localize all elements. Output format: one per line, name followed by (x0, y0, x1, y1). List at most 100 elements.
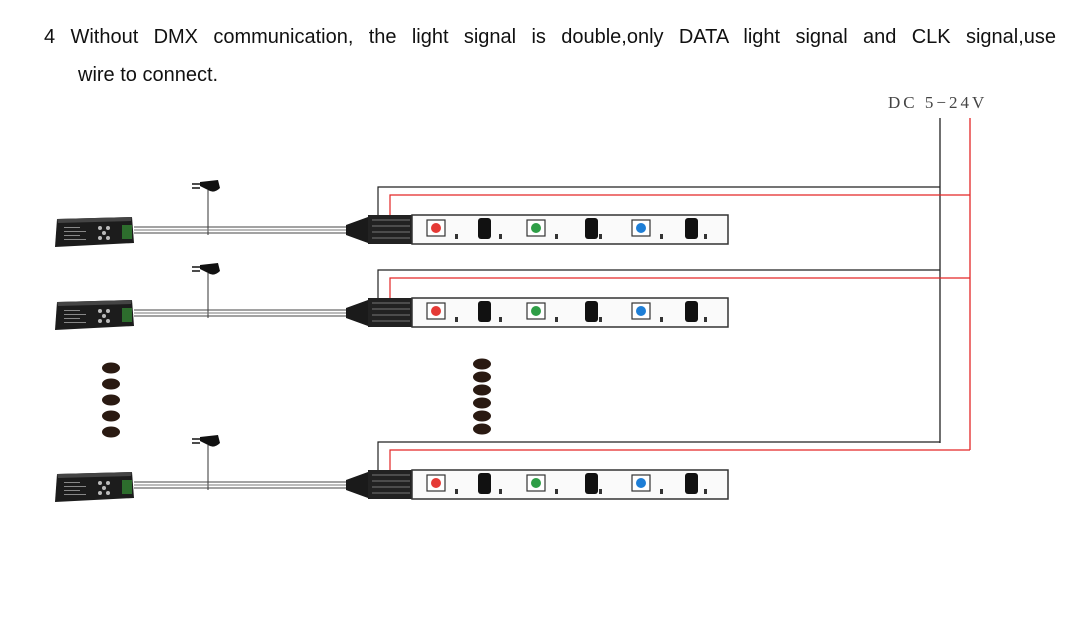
button-icon (102, 231, 106, 235)
button-icon (106, 309, 110, 313)
smd-part (660, 234, 663, 239)
ellipsis-dot (473, 397, 491, 409)
led-green (531, 306, 541, 316)
led-red (431, 306, 441, 316)
row-3 (55, 435, 970, 502)
instruction-line-1: 4 Without DMX communication, the light s… (44, 26, 1056, 48)
led-red (431, 478, 441, 488)
ellipsis-dot (102, 394, 120, 406)
strip-body (411, 297, 729, 328)
button-icon (106, 236, 110, 240)
button-icon (98, 481, 102, 485)
instruction-text: 4 Without DMX communication, the light s… (44, 18, 1056, 94)
smd-part (499, 234, 502, 239)
smd-part (555, 489, 558, 494)
controller-box (55, 217, 134, 247)
led-blue (636, 223, 646, 233)
label-text-mark (64, 310, 80, 311)
ic-chip (585, 301, 598, 322)
button-icon (98, 236, 102, 240)
strip-body (411, 469, 729, 500)
label-text-mark (64, 322, 86, 323)
led-blue (636, 306, 646, 316)
strip-connector-housing (368, 470, 412, 499)
smd-part (499, 489, 502, 494)
ellipsis-dot (473, 384, 491, 396)
controller-top-edge (57, 300, 132, 306)
ellipsis-dot (102, 378, 120, 390)
smd-part (704, 317, 707, 322)
smd-part (455, 234, 458, 239)
smd-part (660, 489, 663, 494)
button-icon (98, 226, 102, 230)
terminal-block (122, 225, 132, 239)
smd-part (599, 489, 602, 494)
power-adapter-icon (200, 180, 220, 192)
ic-chip (585, 218, 598, 239)
label-text-mark (64, 231, 86, 232)
ic-chip (685, 301, 698, 322)
label-text-mark (64, 314, 86, 315)
positive-wire (389, 449, 970, 474)
smd-part (704, 489, 707, 494)
terminal-block (122, 480, 132, 494)
ellipsis-dot (473, 410, 491, 422)
power-supply-label: DC 5−24V (888, 93, 988, 112)
label-text-mark (64, 490, 80, 491)
ellipsis-dot (473, 371, 491, 383)
label-text-mark (64, 318, 80, 319)
ellipsis-dot (473, 358, 491, 370)
row-2 (55, 263, 970, 330)
ic-chip (685, 473, 698, 494)
controller-box (55, 472, 134, 502)
button-icon (98, 319, 102, 323)
smd-part (555, 234, 558, 239)
led-blue (636, 478, 646, 488)
strip-connector (346, 300, 368, 326)
label-text-mark (64, 494, 86, 495)
ic-chip (478, 473, 491, 494)
button-icon (102, 314, 106, 318)
instruction-line-2: wire to connect. (78, 64, 219, 86)
smd-part (599, 317, 602, 322)
smd-part (499, 317, 502, 322)
smd-part (704, 234, 707, 239)
smd-part (555, 317, 558, 322)
ellipsis-dot (102, 426, 120, 438)
button-icon (106, 226, 110, 230)
led-strip (411, 214, 729, 245)
controller-top-edge (57, 217, 132, 223)
led-green (531, 223, 541, 233)
led-red (431, 223, 441, 233)
led-green (531, 478, 541, 488)
strip-connector (346, 217, 368, 243)
button-icon (102, 486, 106, 490)
label-text-mark (64, 239, 86, 240)
label-text-mark (64, 486, 86, 487)
row-1 (55, 180, 970, 247)
button-icon (106, 319, 110, 323)
smd-part (455, 489, 458, 494)
strip-connector-housing (368, 298, 412, 327)
terminal-block (122, 308, 132, 322)
ic-chip (685, 218, 698, 239)
controller-top-edge (57, 472, 132, 478)
led-strip (411, 469, 729, 500)
button-icon (98, 309, 102, 313)
ellipsis-dot (102, 410, 120, 422)
controller-box (55, 300, 134, 330)
ellipsis-dot (102, 362, 120, 374)
led-strip (411, 297, 729, 328)
ground-wire (377, 186, 940, 217)
positive-wire (389, 277, 970, 302)
power-adapter-icon (200, 435, 220, 447)
ic-chip (478, 218, 491, 239)
button-icon (106, 481, 110, 485)
button-icon (98, 491, 102, 495)
smd-part (455, 317, 458, 322)
smd-part (599, 234, 602, 239)
positive-wire (389, 194, 970, 219)
ellipsis-dot (473, 423, 491, 435)
ground-wire (377, 441, 940, 472)
